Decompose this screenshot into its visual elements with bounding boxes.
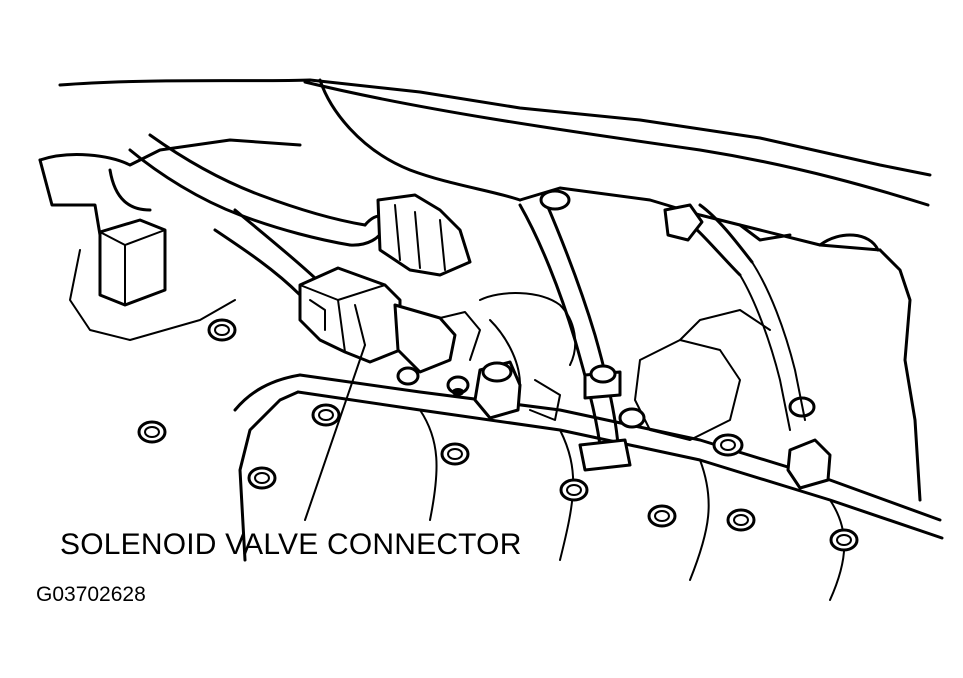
pan-bolts	[137, 318, 859, 552]
right-hose	[663, 203, 806, 431]
left-bracket	[69, 218, 236, 341]
solenoid-valve-connector	[298, 266, 481, 386]
right-bolts	[712, 396, 832, 490]
oil-pan	[233, 373, 944, 601]
valve-body	[446, 292, 771, 441]
callout-leader-line	[304, 344, 366, 521]
upper-connector	[376, 193, 472, 277]
transmission-case-outline	[38, 78, 932, 502]
callout-label: SOLENOID VALVE CONNECTOR	[60, 528, 522, 561]
figure-code: G03702628	[36, 583, 146, 606]
